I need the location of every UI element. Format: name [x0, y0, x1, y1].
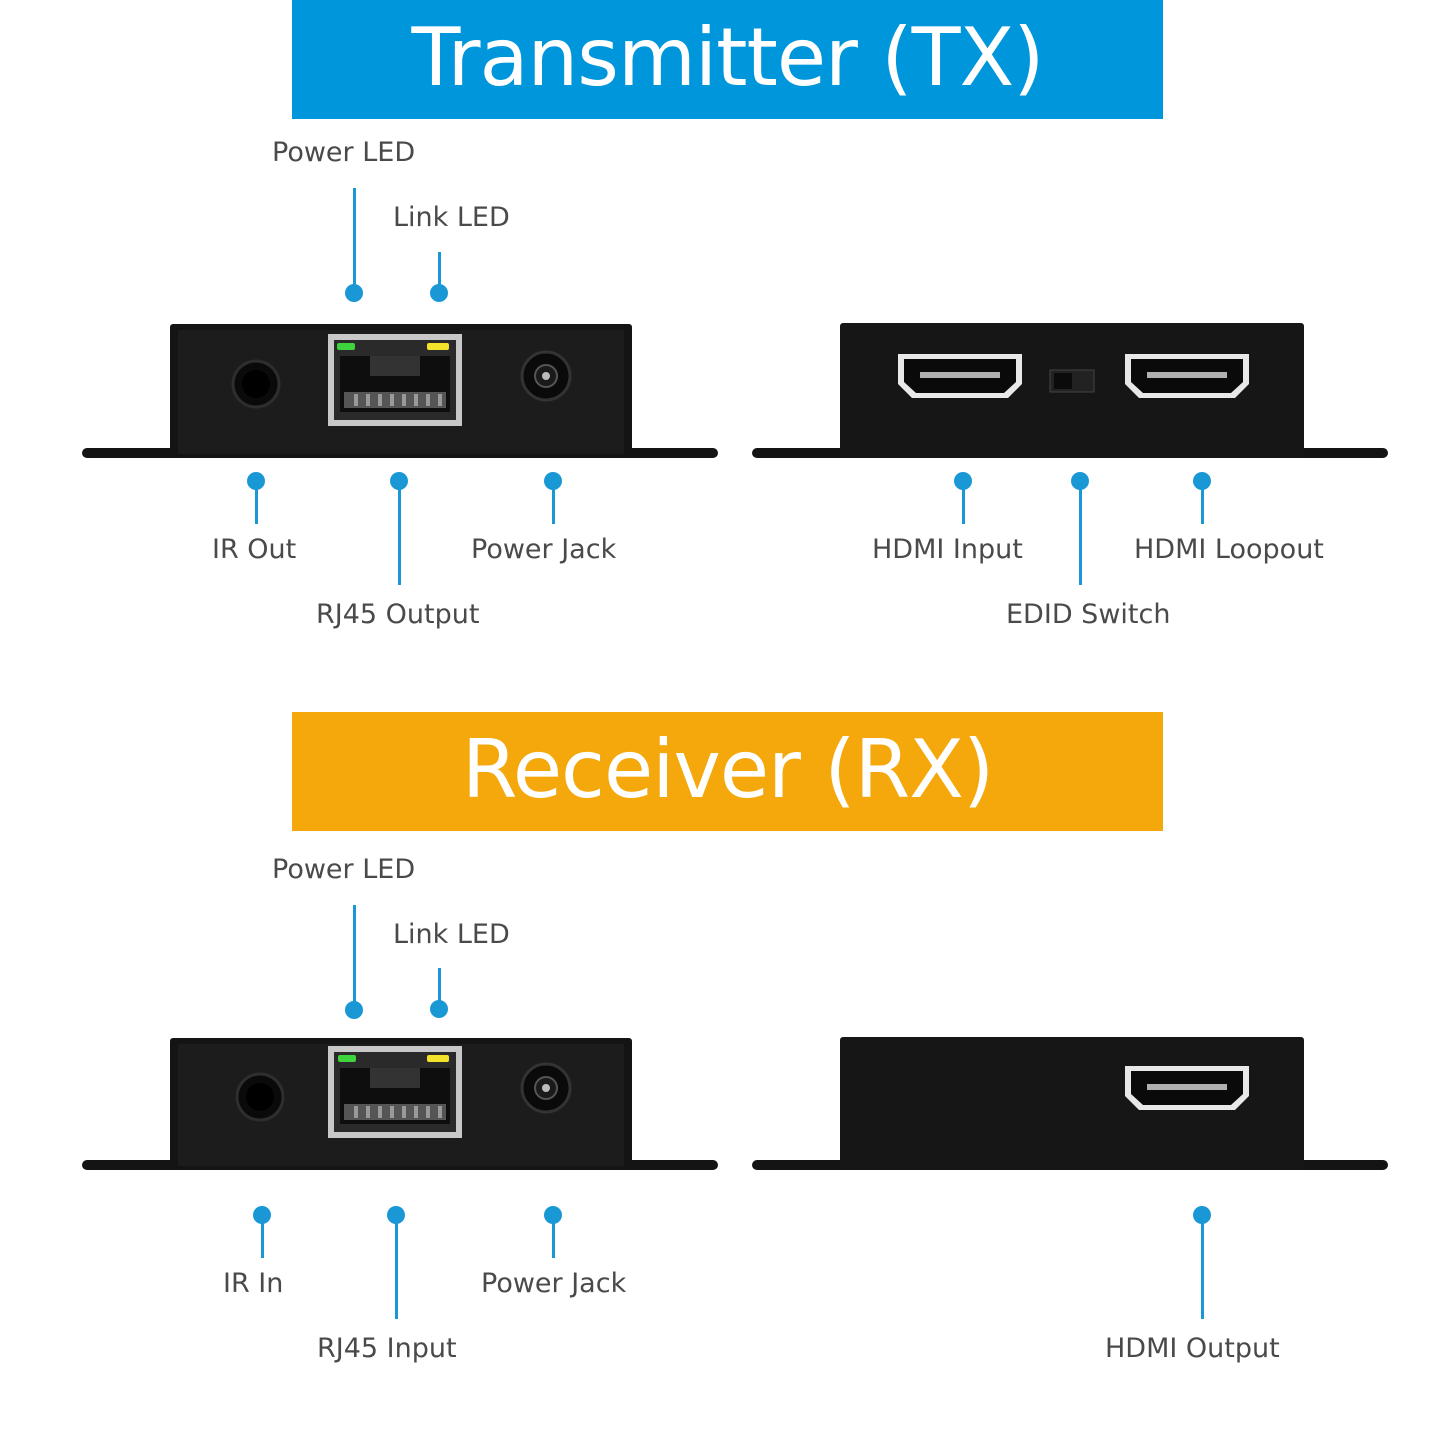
rx-rj45-port	[328, 1046, 462, 1138]
rx-front-panel	[82, 1036, 718, 1176]
rx-link-led-label: Link LED	[393, 919, 510, 950]
tx-edid-switch	[1049, 369, 1095, 393]
tx-power-led-label: Power LED	[272, 137, 416, 168]
rx-link-led	[427, 1055, 449, 1062]
transmitter-title: Transmitter (TX)	[292, 0, 1163, 119]
rx-back-panel	[752, 1036, 1388, 1176]
rx-power-jack	[520, 1062, 572, 1114]
tx-hdmi-input-label: HDMI Input	[872, 534, 1023, 565]
tx-back-panel	[752, 322, 1388, 462]
rx-ir-label: IR In	[223, 1268, 284, 1299]
rx-power-led	[338, 1055, 356, 1062]
tx-hdmi-loopout-port	[1125, 354, 1249, 398]
rx-power-jack-label: Power Jack	[481, 1268, 627, 1299]
tx-ir-label: IR Out	[212, 534, 297, 565]
tx-power-led	[337, 343, 355, 350]
tx-hdmi-loopout-label: HDMI Loopout	[1134, 534, 1324, 565]
tx-link-led-label: Link LED	[393, 202, 510, 233]
rx-hdmi-output-label: HDMI Output	[1105, 1333, 1280, 1364]
rx-hdmi-output-port	[1125, 1066, 1249, 1110]
rx-rj45-label: RJ45 Input	[317, 1333, 457, 1364]
tx-edid-label: EDID Switch	[1006, 599, 1171, 630]
tx-rj45-port	[328, 334, 462, 426]
tx-front-panel	[82, 322, 718, 462]
rx-power-led-label: Power LED	[272, 854, 416, 885]
tx-hdmi-input-port	[898, 354, 1022, 398]
tx-ir-jack	[231, 359, 281, 409]
tx-rj45-label: RJ45 Output	[316, 599, 480, 630]
tx-power-jack-label: Power Jack	[471, 534, 617, 565]
tx-power-jack	[520, 350, 572, 402]
rx-ir-jack	[235, 1072, 285, 1122]
tx-link-led	[427, 343, 449, 350]
receiver-title: Receiver (RX)	[292, 712, 1163, 831]
